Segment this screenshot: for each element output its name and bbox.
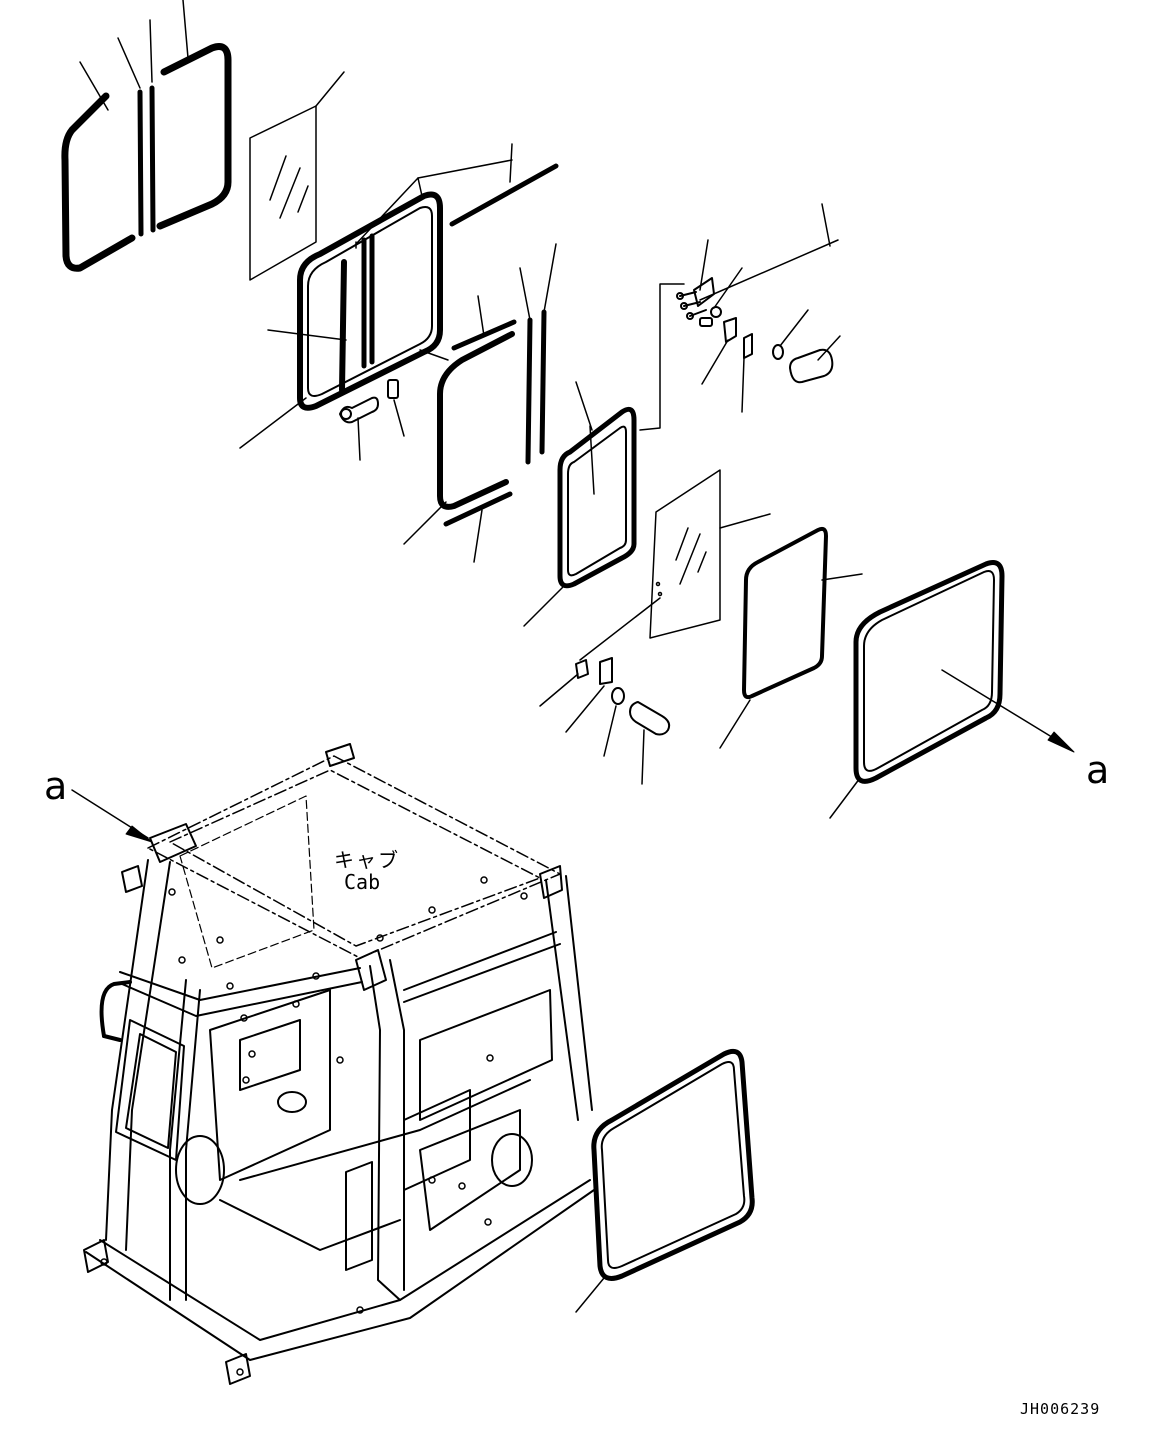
hinge-assembly xyxy=(676,203,841,413)
large-rear-seal xyxy=(829,560,1075,819)
front-window-seal xyxy=(61,43,232,272)
cab-label-english: Cab xyxy=(344,870,381,894)
view-label-a-right: a xyxy=(1086,748,1110,792)
rail-strips-top xyxy=(443,163,559,527)
door-window-frame xyxy=(523,283,685,627)
rail-strip-leaders xyxy=(473,295,485,563)
lower-hinge-assembly xyxy=(539,657,671,785)
cab-label-japanese: キャブ xyxy=(334,848,400,872)
rear-window-seal xyxy=(719,526,863,749)
view-label-a-left: a xyxy=(44,764,68,808)
drawing-code: JH006239 xyxy=(1020,1400,1101,1418)
clip-left xyxy=(387,379,405,437)
cab-frame xyxy=(83,743,595,1385)
door-glass-seal xyxy=(403,243,557,545)
sliding-window-leaders xyxy=(239,143,513,449)
sliding-window-frame xyxy=(297,191,443,411)
cab-bolt-holes xyxy=(100,876,528,1376)
front-glass-pane xyxy=(249,71,345,281)
bolt-left xyxy=(339,396,379,461)
leader-lines-top-left xyxy=(79,0,189,111)
cab-door-seal xyxy=(575,1048,755,1313)
door-glass-pane xyxy=(579,469,771,661)
view-arrow-left xyxy=(71,789,153,843)
